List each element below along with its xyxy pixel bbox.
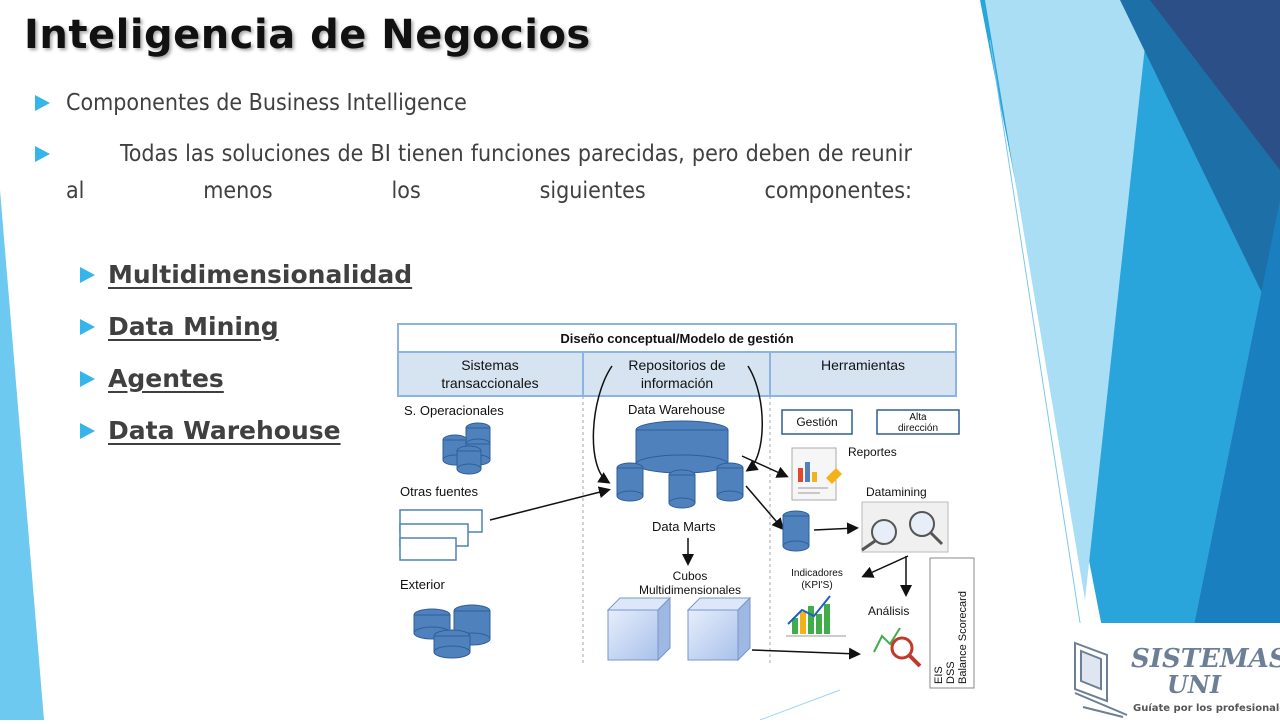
column-label: transaccionales bbox=[441, 375, 538, 391]
logo-wordmark-top: SISTEMAS bbox=[1131, 644, 1280, 674]
link-agentes[interactable]: Agentes bbox=[108, 364, 224, 393]
olap-cube-icon bbox=[606, 596, 752, 662]
column-label: Herramientas bbox=[821, 357, 905, 373]
bullet-arrow-icon bbox=[35, 146, 50, 162]
sistemas-uni-logo: SISTEMAS UNI Guíate por los profesionale… bbox=[1067, 623, 1280, 720]
logo-graphic: SISTEMAS UNI Guíate por los profesionale… bbox=[1074, 641, 1280, 718]
vertical-tools-box bbox=[929, 557, 975, 689]
label-operacionales: S. Operacionales bbox=[404, 403, 504, 418]
column-label: información bbox=[641, 375, 713, 391]
column-label: Repositorios de bbox=[628, 357, 725, 373]
left-accent-shape bbox=[0, 190, 44, 720]
bullet-text: Todas las soluciones de BI tienen funcio… bbox=[66, 141, 912, 204]
link-data-warehouse[interactable]: Data Warehouse bbox=[108, 416, 341, 445]
data-warehouse-icon bbox=[635, 420, 729, 474]
column-header-row bbox=[397, 351, 957, 397]
database-cluster-icon bbox=[442, 422, 491, 475]
documents-icon bbox=[399, 509, 483, 561]
label-analisis: Análisis bbox=[868, 604, 909, 618]
bullet-arrow-icon bbox=[80, 423, 95, 439]
label-cubos: Multidimensionales bbox=[639, 583, 741, 597]
right-accent-shape-lower bbox=[1175, 200, 1280, 720]
label-datamining: Datamining bbox=[866, 485, 927, 499]
label-balance-scorecard: Balance Scorecard bbox=[957, 591, 969, 684]
decor-line bbox=[989, 39, 1096, 720]
box-alta-direccion bbox=[876, 409, 960, 435]
logo-wordmark-bottom: UNI bbox=[1167, 670, 1222, 699]
bi-architecture-diagram: Diseño conceptual/Modelo de gestión Sist… bbox=[397, 323, 975, 689]
database-cluster-icon bbox=[413, 604, 491, 659]
bullet-arrow-icon bbox=[80, 319, 95, 335]
label-alta: Alta bbox=[909, 412, 927, 423]
link-data-mining[interactable]: Data Mining bbox=[108, 312, 279, 341]
link-multidimensionalidad[interactable]: Multidimensionalidad bbox=[108, 260, 413, 289]
decor-line bbox=[759, 689, 841, 720]
label-data-marts: Data Marts bbox=[652, 519, 716, 534]
report-document-icon bbox=[791, 447, 842, 501]
label-exterior: Exterior bbox=[400, 577, 445, 592]
label-dss: DSS bbox=[945, 661, 957, 684]
column-label: Sistemas bbox=[461, 357, 519, 373]
right-accent-shape-light bbox=[985, 0, 1150, 600]
bullet-text: Componentes de Business Intelligence bbox=[66, 90, 467, 116]
label-gestion: Gestión bbox=[796, 415, 837, 429]
bullet-arrow-icon bbox=[80, 371, 95, 387]
slide-title: Inteligencia de Negocios bbox=[24, 12, 591, 58]
analysis-magnifier-icon bbox=[873, 627, 922, 668]
box-gestion bbox=[781, 409, 853, 435]
label-direccion: dirección bbox=[898, 423, 938, 434]
label-reportes: Reportes bbox=[848, 445, 897, 459]
data-mart-icon bbox=[616, 462, 744, 509]
diagram-header bbox=[397, 323, 957, 353]
label-indicadores: Indicadores bbox=[791, 568, 843, 579]
label-kpis: (KPI'S) bbox=[801, 580, 832, 591]
logo-tagline: Guíate por los profesionales... bbox=[1133, 702, 1280, 714]
bullet-arrow-icon bbox=[80, 267, 95, 283]
kpi-bar-chart-icon bbox=[786, 595, 846, 637]
bullet-arrow-icon bbox=[35, 95, 50, 111]
diagram-header-text: Diseño conceptual/Modelo de gestión bbox=[560, 331, 793, 346]
label-eis: EIS bbox=[933, 666, 945, 684]
datamining-magnifier-icon bbox=[861, 501, 949, 553]
label-otras-fuentes: Otras fuentes bbox=[400, 484, 479, 499]
right-accent-shape-darkest bbox=[1150, 0, 1280, 170]
database-icon bbox=[782, 510, 810, 552]
label-cubos: Cubos bbox=[673, 569, 708, 583]
label-data-warehouse: Data Warehouse bbox=[628, 402, 725, 417]
